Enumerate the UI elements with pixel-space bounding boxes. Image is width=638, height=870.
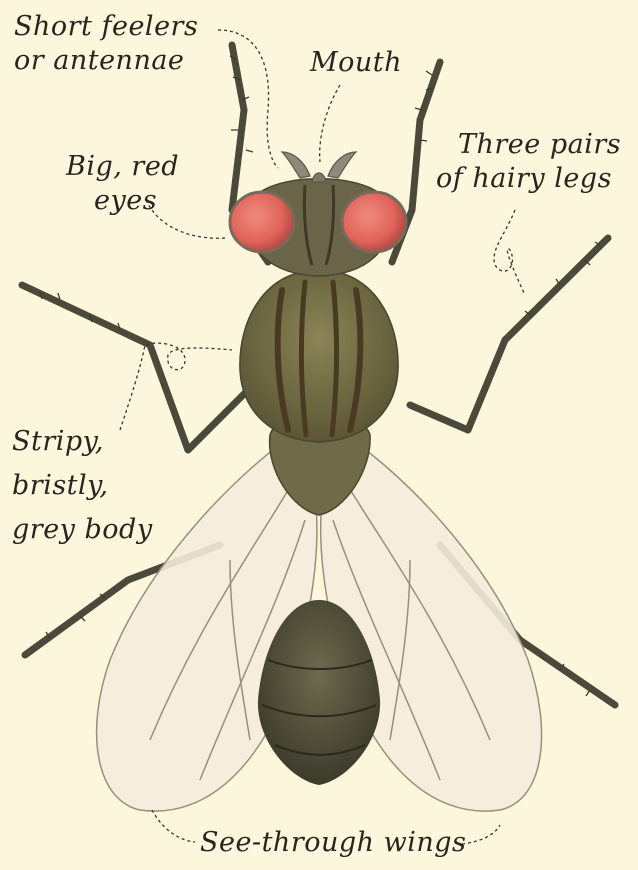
label-antennae-line-1: Short feelers: [14, 10, 198, 44]
label-antennae: Short feelers or antennae: [14, 10, 198, 78]
label-mouth-line-1: Mouth: [310, 46, 402, 80]
right-eye: [342, 192, 406, 252]
label-body-line-1: Stripy,: [12, 420, 153, 464]
mouth: [312, 173, 326, 182]
label-eyes-line-2: eyes: [66, 184, 179, 218]
label-legs: Three pairs of hairy legs: [436, 128, 621, 196]
label-legs-line-1: Three pairs: [436, 128, 621, 162]
label-antennae-line-2: or antennae: [14, 44, 198, 78]
label-wings-line-1: See-through wings: [200, 826, 466, 860]
label-body-line-3: grey body: [12, 508, 153, 552]
middle-right-leg: [410, 238, 608, 430]
label-legs-line-2: of hairy legs: [436, 162, 621, 196]
label-body: Stripy, bristly, grey body: [12, 420, 153, 552]
label-eyes: Big, red eyes: [66, 150, 179, 218]
label-wings: See-through wings: [200, 826, 466, 860]
label-mouth: Mouth: [310, 46, 402, 80]
label-eyes-line-1: Big, red: [66, 150, 179, 184]
thorax: [240, 270, 398, 442]
left-eye: [230, 192, 294, 252]
label-body-line-2: bristly,: [12, 464, 153, 508]
